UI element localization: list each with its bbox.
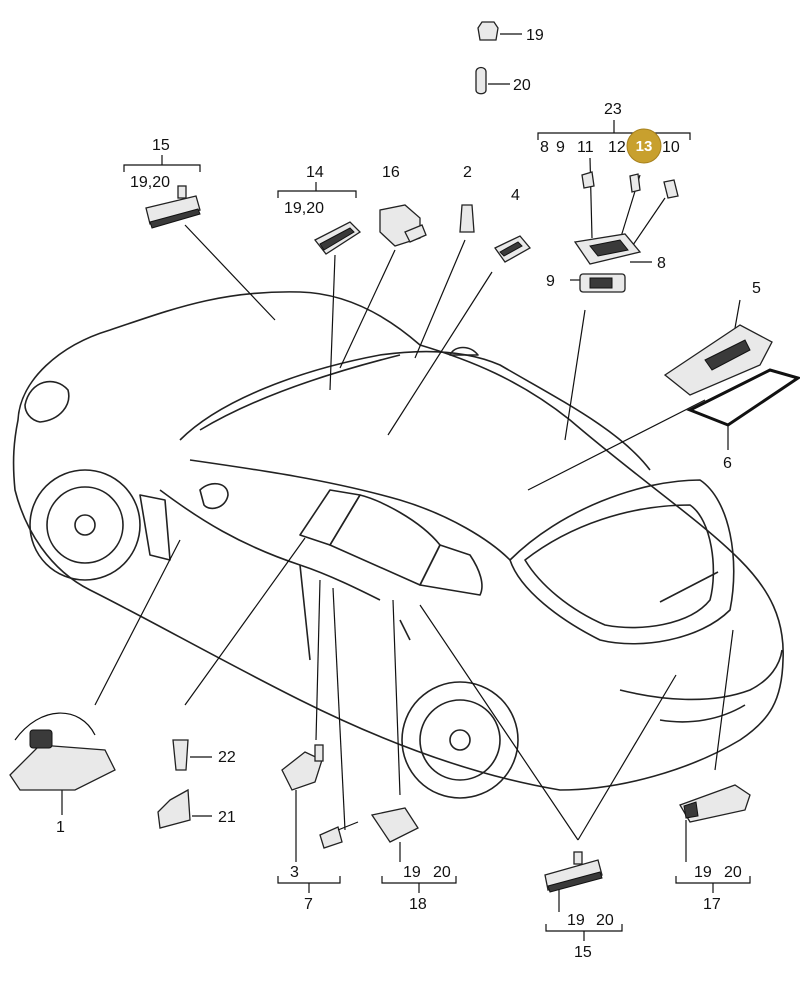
part-5-roof-console	[663, 324, 773, 396]
callout-21: 21	[218, 809, 236, 826]
callout-15-bottom-20: 20	[596, 912, 614, 929]
part-19-cap	[477, 21, 499, 41]
part-21-socket	[157, 788, 191, 829]
callout-13: 13	[636, 138, 653, 155]
callout-7: 7	[304, 896, 313, 913]
callout-labels: 19 20 23 8 9 11 12 10 15 19,20 14 19,20 …	[56, 27, 761, 961]
highlight-badge-13[interactable]: 13	[626, 128, 662, 164]
part-2-bulb	[459, 204, 475, 233]
callout-18-19: 19	[403, 864, 421, 881]
callout-14: 14	[306, 164, 324, 181]
part-14-lamp	[314, 221, 362, 255]
part-7-bracket	[319, 821, 359, 849]
part-16-module	[379, 204, 427, 247]
part-11	[581, 171, 595, 189]
part-22-bulb	[172, 739, 189, 771]
callout-15-bottom: 15	[574, 944, 592, 961]
parts	[9, 21, 800, 893]
part-4-socket	[494, 235, 532, 263]
part-15-lamp-top	[145, 185, 201, 229]
part-9-lens	[579, 273, 626, 293]
callout-17-19: 19	[694, 864, 712, 881]
callout-1: 1	[56, 819, 65, 836]
part-15-lamp-bottom	[544, 851, 603, 893]
callout-18-20: 20	[433, 864, 451, 881]
car-body	[12, 291, 784, 799]
part-10	[663, 179, 679, 199]
group-brackets	[123, 120, 751, 941]
callout-16: 16	[382, 164, 400, 181]
part-17-lamp	[679, 784, 751, 823]
callout-18: 18	[409, 896, 427, 913]
part-12	[629, 173, 641, 193]
callout-3: 3	[290, 864, 299, 881]
callout-23: 23	[604, 101, 622, 118]
callout-8-top: 8	[540, 139, 549, 156]
callout-20: 20	[513, 77, 531, 94]
callout-6: 6	[723, 455, 732, 472]
callout-15-top: 15	[152, 137, 170, 154]
part-8-console	[573, 233, 642, 265]
callout-17: 17	[703, 896, 721, 913]
part-18-lamp	[370, 807, 419, 843]
callout-12: 12	[608, 139, 626, 156]
part-6-gasket	[686, 368, 800, 427]
part-1-module	[9, 712, 116, 791]
callout-9-top: 9	[556, 139, 565, 156]
callout-14-sub: 19,20	[284, 200, 324, 217]
part-3-switch	[281, 744, 324, 791]
callout-5: 5	[752, 280, 761, 297]
callout-19: 19	[526, 27, 544, 44]
callout-15-bottom-19: 19	[567, 912, 585, 929]
callout-9: 9	[546, 273, 555, 290]
callout-17-20: 20	[724, 864, 742, 881]
callout-2: 2	[463, 164, 472, 181]
callout-11: 11	[577, 139, 594, 156]
callout-22: 22	[218, 749, 236, 766]
leader-lines	[61, 33, 741, 841]
callout-10: 10	[662, 139, 680, 156]
callout-15-top-sub: 19,20	[130, 174, 170, 191]
callout-8: 8	[657, 255, 666, 272]
part-20-bulb	[475, 66, 487, 95]
callout-4: 4	[511, 187, 520, 204]
